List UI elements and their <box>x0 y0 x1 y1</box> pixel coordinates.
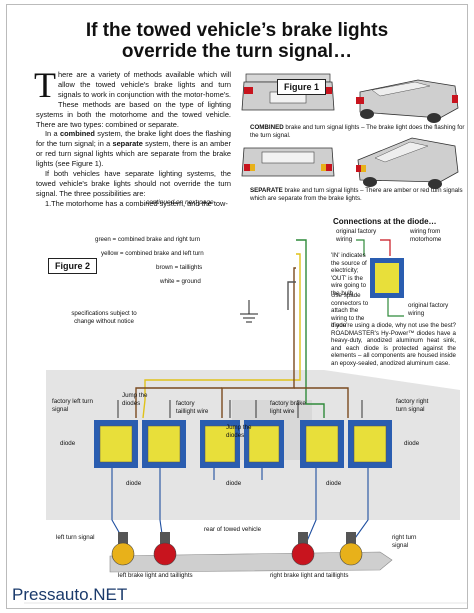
cap-combined-text: brake and turn signal lights – The brake… <box>250 124 465 139</box>
conn-from-motorhome: wiring from motorhome <box>410 228 442 243</box>
car1-left-light <box>244 87 253 94</box>
conn-in-note: 'IN' indicates the source of electricity… <box>331 252 367 297</box>
cap-separate-bold: SEPARATE <box>250 187 283 194</box>
dropcap: T <box>34 65 56 105</box>
diode-2 <box>142 420 186 468</box>
factory-taillight-label: factory taillight wire <box>176 400 209 415</box>
page-frame <box>6 4 468 609</box>
roadmaster-note: If you're using a diode, why not use the… <box>331 322 456 367</box>
jump-diodes-left: Jump the diodes <box>122 392 148 407</box>
intro-p2-bold2: separate <box>112 139 143 149</box>
intro-p2-mid: system, the brake light does the flashin… <box>36 129 231 149</box>
conn-original-wiring: original factory wiring <box>336 228 377 243</box>
cap-combined-bold: COMBINED <box>250 124 284 131</box>
diode-label-b2: diode <box>226 480 242 487</box>
figure-1-caption-combined: COMBINED brake and turn signal lights – … <box>250 124 465 139</box>
wire-yellow <box>142 253 301 419</box>
rear-label: rear of towed vehicle <box>204 526 262 533</box>
diode-5 <box>300 420 344 468</box>
spec-note: specifications subject to change without… <box>71 310 137 325</box>
bumper <box>109 551 393 573</box>
continued-note: continued on next page <box>146 199 214 206</box>
cap-separate-text: brake and turn signal lights – There are… <box>250 187 463 202</box>
diode-3 <box>200 420 240 468</box>
diode-row <box>94 420 392 468</box>
diode-4 <box>244 420 284 468</box>
intro-p2-post: system, there is an amber or red turn si… <box>36 139 231 169</box>
page-title: If the towed vehicle’s brake lights over… <box>0 20 474 62</box>
wire-brown-2 <box>135 387 222 418</box>
wire-label-brown: brown = taillights <box>156 264 203 271</box>
right-turn-label: right turn signal <box>392 534 417 549</box>
diode-label-b3: diode <box>326 480 342 487</box>
left-turn-label: left turn signal <box>56 534 95 541</box>
car1-right-light <box>323 87 332 94</box>
watermark: Pressauto.NET <box>12 585 128 604</box>
wire-green <box>296 239 325 418</box>
title-line-2: override the turn signal… <box>121 41 353 62</box>
conn-spade-note: Use spade connectors to attach the wirin… <box>331 292 369 329</box>
conn-original-2: original factory wiring <box>408 302 449 317</box>
figure-2-label: Figure 2 <box>48 258 98 274</box>
factory-brake-label: factory brake light wire <box>270 400 306 415</box>
intro-p2-pre: In a <box>45 129 60 139</box>
wire-white <box>287 281 296 310</box>
diode-label-b1: diode <box>126 480 142 487</box>
connections-title: Connections at the diode… <box>333 217 437 226</box>
left-brake-caption: left brake light and taillights <box>118 572 193 579</box>
right-brake-caption: right brake light and taillights <box>270 572 349 579</box>
lamp-left-brake <box>153 532 177 566</box>
diode-label-left: diode <box>60 440 76 447</box>
car-separate <box>241 137 459 189</box>
car-combined <box>241 73 459 123</box>
wire-brown-3 <box>294 387 349 418</box>
lamp-right-brake <box>291 532 315 566</box>
ground-symbol <box>240 300 258 323</box>
factory-right-turn-label: factory right turn signal <box>396 398 429 413</box>
lamp-right-turn <box>339 532 363 566</box>
intro-p1: here are a variety of methods available … <box>36 70 231 129</box>
figure-1-caption-separate: SEPARATE brake and turn signal lights – … <box>250 187 465 202</box>
connection-diode <box>356 239 404 317</box>
title-line-1: If the towed vehicle’s brake lights <box>85 20 389 41</box>
diode-6 <box>348 420 392 468</box>
factory-left-turn-label: factory left turn signal <box>52 398 93 413</box>
lamp-left-turn <box>111 532 135 566</box>
figure-1-label: Figure 1 <box>277 79 327 95</box>
diode-1 <box>94 420 138 468</box>
intro-p3: If both vehicles have separate lighting … <box>36 169 231 198</box>
intro-p4: 1.The motorhome has a combined system, a… <box>45 198 228 208</box>
wire-label-yellow: yellow = combined brake and left turn <box>101 250 204 257</box>
intro-p2-bold: combined <box>60 129 95 139</box>
wire-label-green: green = combined brake and right turn <box>95 236 201 243</box>
diode-label-right: diode <box>404 440 420 447</box>
jump-diodes-mid: Jump the diodes <box>226 424 252 439</box>
wire-label-white: white = ground <box>160 278 201 285</box>
